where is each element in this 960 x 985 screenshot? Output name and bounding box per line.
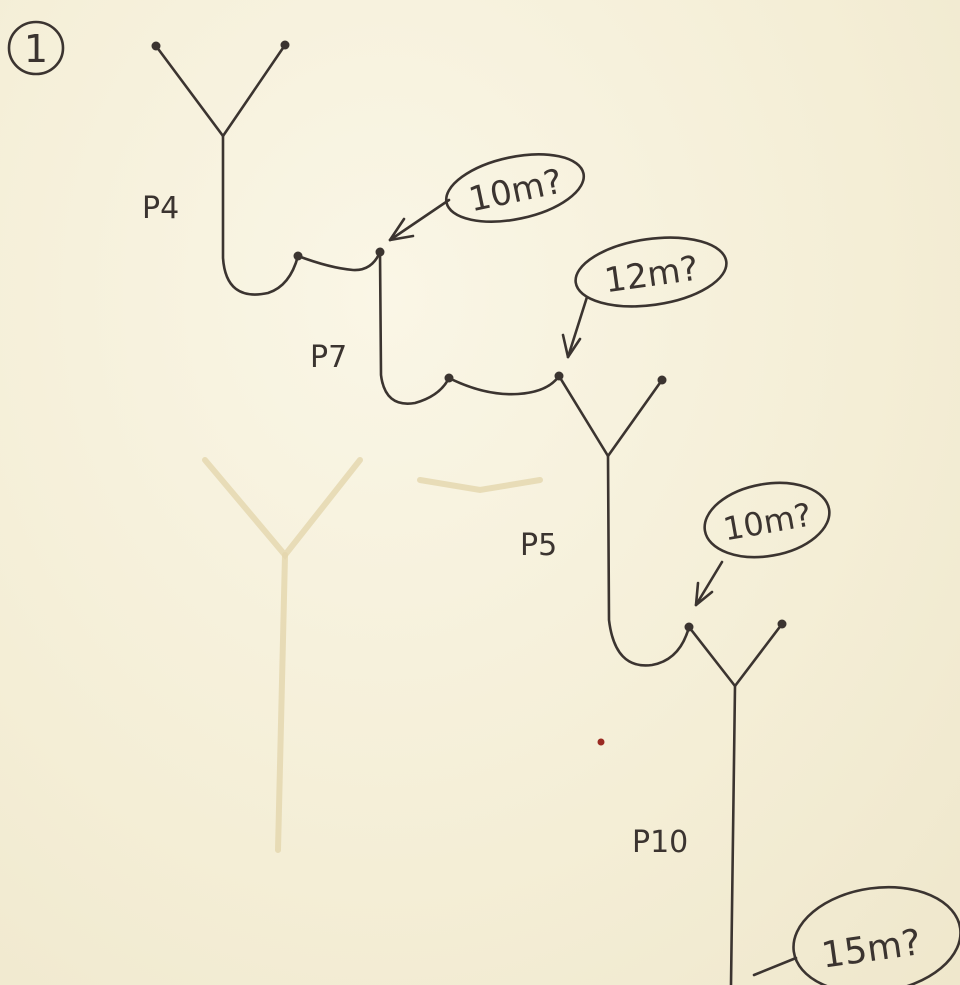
- node-p4-right: [280, 40, 290, 50]
- node-p7-branch: [444, 373, 454, 383]
- sheet-number: 1: [24, 27, 48, 71]
- callout-1: 10m?: [388, 153, 586, 242]
- node-p5-right: [657, 375, 667, 385]
- pipe-label-p4: P4: [142, 191, 179, 226]
- node-p4-branch: [293, 251, 303, 261]
- pipe-label-p5: P5: [520, 528, 557, 563]
- callout-4-text: 15m?: [819, 922, 924, 977]
- pipe-label-p10: P10: [632, 825, 688, 860]
- pipe-p7: P7: [310, 250, 564, 405]
- bleed-through-marks: [202, 457, 543, 853]
- node-p4-left: [151, 41, 161, 51]
- sheet-number-marker: 1: [7, 20, 65, 76]
- callout-3: 10m?: [694, 481, 831, 607]
- callout-1-text: 10m?: [465, 162, 566, 221]
- pipe-p4: P4: [142, 40, 385, 296]
- pipe-p10: P10: [632, 619, 787, 985]
- pipe-label-p7: P7: [310, 340, 347, 375]
- node-p10-right: [777, 619, 787, 629]
- callout-2: 12m?: [561, 236, 728, 359]
- callout-3-text: 10m?: [720, 496, 814, 549]
- stray-red-dot: [597, 738, 605, 746]
- callout-2-text: 12m?: [602, 249, 701, 302]
- pipe-p5: P5: [520, 374, 694, 667]
- callout-4: 15m?: [752, 885, 960, 985]
